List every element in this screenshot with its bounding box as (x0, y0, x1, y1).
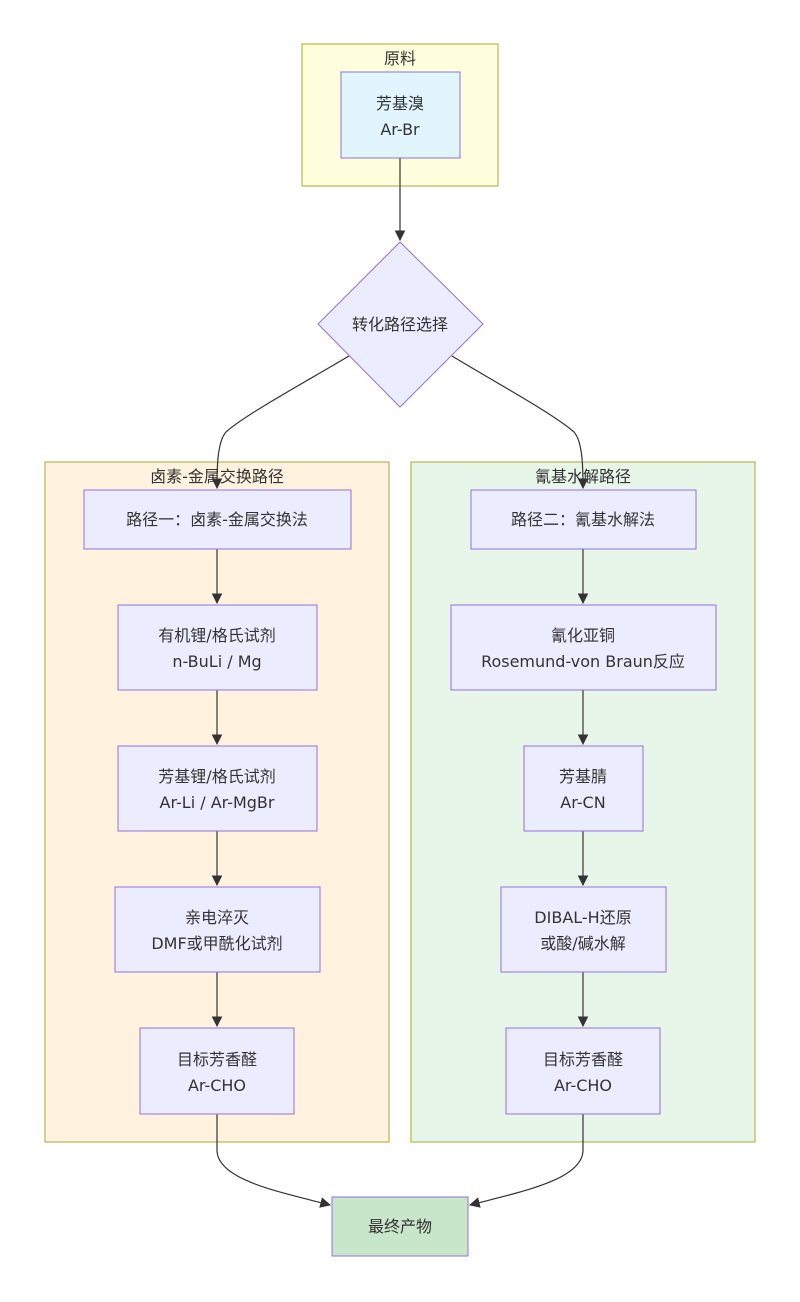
node-reduction-line1: DIBAL-H还原 (534, 908, 631, 927)
node-decision: 转化路径选择 (317, 241, 484, 408)
node-quench: 亲电淬灭 DMF或甲酰化试剂 (114, 886, 321, 973)
node-start: 芳基溴 Ar-Br (340, 71, 461, 159)
node-nitrile-line2: Ar-CN (560, 793, 605, 812)
node-route1-label: 路径一：卤素-金属交换法 (126, 510, 308, 529)
edges (211, 158, 589, 1208)
node-reduction-line2: 或酸/碱水解 (540, 934, 625, 953)
node-product2-line1: 目标芳香醛 (543, 1050, 623, 1069)
node-reduction: DIBAL-H还原 或酸/碱水解 (500, 886, 667, 973)
node-intermediate1: 芳基锂/格氏试剂 Ar-Li / Ar-MgBr (117, 745, 318, 832)
node-product2: 目标芳香醛 Ar-CHO (505, 1027, 661, 1115)
cluster-raw-title: 原料 (384, 49, 416, 68)
edge-decision-route1 (211, 355, 350, 490)
edge-decision-route2 (451, 355, 589, 490)
node-final: 最终产物 (331, 1196, 469, 1257)
node-route1: 路径一：卤素-金属交换法 (83, 489, 352, 550)
node-route2: 路径二：氰基水解法 (470, 489, 697, 550)
node-quench-line2: DMF或甲酰化试剂 (151, 934, 282, 953)
node-reagent1: 有机锂/格氏试剂 n-BuLi / Mg (117, 604, 318, 691)
node-reagent2-line2: Rosemund-von Braun反应 (481, 652, 685, 671)
node-route2-label: 路径二：氰基水解法 (511, 510, 655, 529)
node-decision-label: 转化路径选择 (352, 315, 448, 334)
edge-product1-final (216, 1114, 332, 1208)
node-nitrile-line1: 芳基腈 (559, 767, 607, 786)
node-final-label: 最终产物 (368, 1217, 432, 1236)
node-start-line1: 芳基溴 (376, 94, 424, 113)
node-start-line2: Ar-Br (380, 120, 420, 139)
node-reagent1-line1: 有机锂/格氏试剂 (158, 626, 275, 645)
node-nitrile: 芳基腈 Ar-CN (523, 745, 644, 832)
node-product1-line2: Ar-CHO (188, 1076, 246, 1095)
node-quench-line1: 亲电淬灭 (185, 908, 249, 927)
node-product1-line1: 目标芳香醛 (177, 1050, 257, 1069)
node-product2-line2: Ar-CHO (554, 1076, 612, 1095)
node-intermediate1-line1: 芳基锂/格氏试剂 (158, 767, 275, 786)
node-reagent2: 氰化亚铜 Rosemund-von Braun反应 (450, 604, 717, 691)
edge-product2-final (468, 1114, 584, 1208)
node-product1: 目标芳香醛 Ar-CHO (139, 1027, 295, 1115)
node-intermediate1-line2: Ar-Li / Ar-MgBr (160, 793, 275, 812)
node-reagent1-line2: n-BuLi / Mg (172, 652, 261, 671)
node-reagent2-line1: 氰化亚铜 (551, 626, 615, 645)
